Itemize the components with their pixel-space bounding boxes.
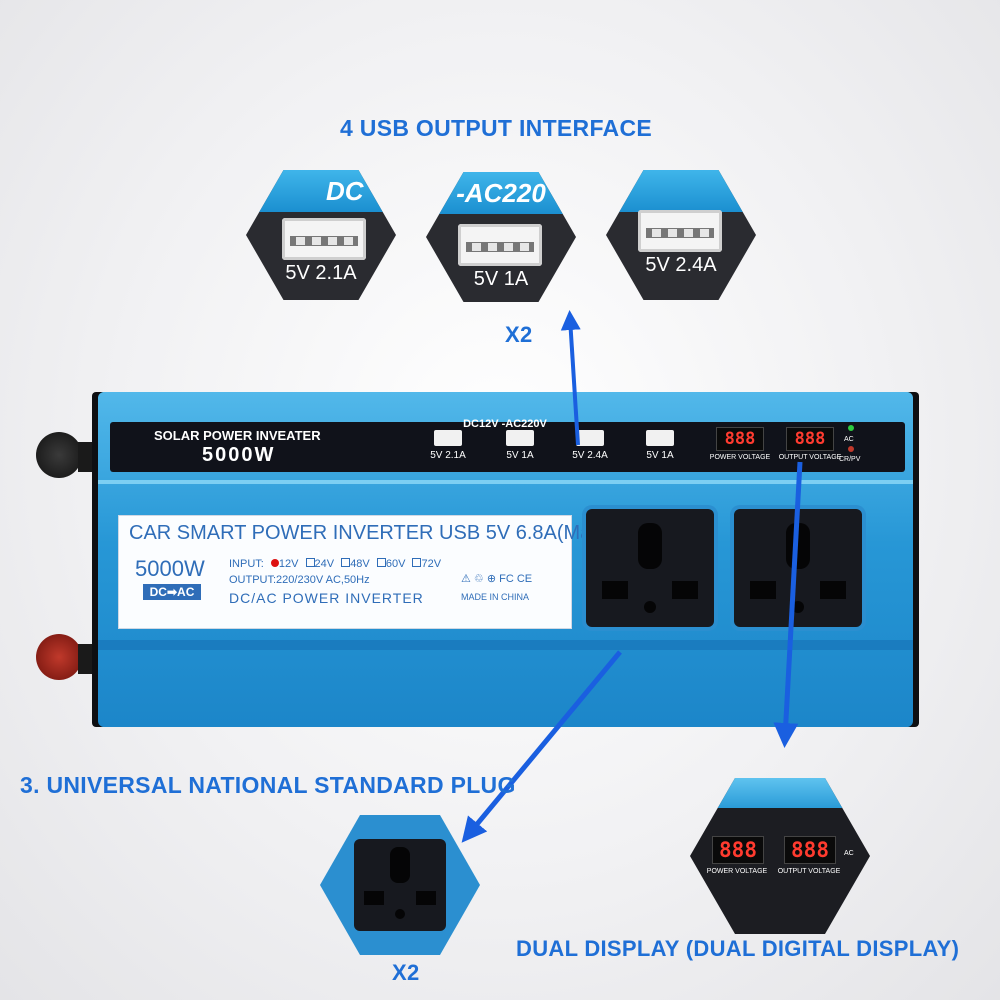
usb-port-icon xyxy=(638,210,722,252)
cr-indicator-led xyxy=(848,446,854,452)
brand-line: SOLAR POWER INVEATER xyxy=(154,428,321,443)
input-checkbox-checked xyxy=(270,559,279,567)
ac-indicator-label: AC xyxy=(844,436,854,443)
usb-zoom-hex-1: DC 5V 2.1A xyxy=(246,170,396,300)
power-line: 5000W xyxy=(202,444,276,466)
usb-arrow xyxy=(560,310,581,446)
positive-terminal xyxy=(36,634,82,680)
input-option-12v: 12V xyxy=(278,558,299,570)
ac-outlet-1[interactable] xyxy=(586,509,714,627)
usb-zoom-3-label: 5V 2.4A xyxy=(645,254,717,276)
cr-indicator-label: CR/PV xyxy=(839,456,861,463)
input-option-60v: 60V xyxy=(385,558,406,570)
usb-interface-title: 4 USB OUTPUT INTERFACE xyxy=(340,115,653,141)
product-label: CAR SMART POWER INVERTER USB 5V 6.8A(Max… xyxy=(118,515,608,629)
control-panel: SOLAR POWER INVEATER 5000W 5V 2.1A 5V 1A… xyxy=(110,422,905,472)
output-voltage-label: OUTPUT VOLTAGE xyxy=(778,454,842,461)
usb-zoom-2-label: 5V 1A xyxy=(473,268,529,290)
usb-port-3-label: 5V 2.4A xyxy=(572,450,608,461)
label-origin: MADE IN CHINA xyxy=(461,592,530,602)
label-input-prefix: INPUT: xyxy=(229,558,264,570)
input-option-48v: 48V xyxy=(350,558,370,570)
display-arrow xyxy=(773,461,803,748)
label-wattage: 5000W xyxy=(135,556,205,581)
input-option-72v: 72V xyxy=(421,558,442,570)
usb-port-2-label: 5V 1A xyxy=(506,450,534,461)
zoom-ac-indicator-label: AC xyxy=(844,850,854,857)
plug-arrow xyxy=(461,650,622,843)
label-cert-marks: ⚠ ♲ ⊕ FC CE xyxy=(461,573,533,585)
power-voltage-display: 888 xyxy=(716,427,764,451)
label-output-line: OUTPUT:220/230V AC,50Hz xyxy=(229,574,370,586)
output-voltage-display: 888 xyxy=(786,427,834,451)
power-voltage-label: POWER VOLTAGE xyxy=(709,454,771,461)
usb-x2-label: X2 xyxy=(505,322,533,347)
zoom-output-voltage-label: OUTPUT VOLTAGE xyxy=(777,868,841,875)
usb-port-4-label: 5V 1A xyxy=(646,450,674,461)
usb-port-1[interactable] xyxy=(434,430,462,446)
label-input-row: INPUT: 12V 24V 48V 60V 72V xyxy=(229,558,441,570)
label-headline: CAR SMART POWER INVERTER USB 5V 6.8A(Max… xyxy=(129,522,608,544)
negative-terminal xyxy=(36,432,82,478)
usb-port-1-label: 5V 2.1A xyxy=(430,450,466,461)
usb-zoom-2-top-text: -AC220 xyxy=(456,178,546,208)
ac-indicator-led xyxy=(848,425,854,431)
plug-title: 3. UNIVERSAL NATIONAL STANDARD PLUG xyxy=(20,772,516,798)
usb-port-icon xyxy=(282,218,366,260)
label-type-line: DC/AC POWER INVERTER xyxy=(229,590,424,606)
plug-x2-label: X2 xyxy=(392,960,420,985)
usb-port-4[interactable] xyxy=(646,430,674,446)
usb-port-2[interactable] xyxy=(506,430,534,446)
zoom-power-voltage-display: 888 xyxy=(712,836,764,864)
label-badge: DC➡AC xyxy=(143,584,201,600)
voltage-strip: DC12V -AC220V xyxy=(463,418,547,430)
usb-port-3[interactable] xyxy=(576,430,604,446)
zoom-output-voltage-display: 888 xyxy=(784,836,836,864)
usb-zoom-1-top-text: DC xyxy=(326,176,364,206)
usb-zoom-1-label: 5V 2.1A xyxy=(285,262,357,284)
display-title: DUAL DISPLAY (DUAL DIGITAL DISPLAY) xyxy=(516,936,960,961)
zoom-power-voltage-label: POWER VOLTAGE xyxy=(706,868,768,875)
input-option-24v: 24V xyxy=(314,558,335,570)
usb-port-icon xyxy=(458,224,542,266)
